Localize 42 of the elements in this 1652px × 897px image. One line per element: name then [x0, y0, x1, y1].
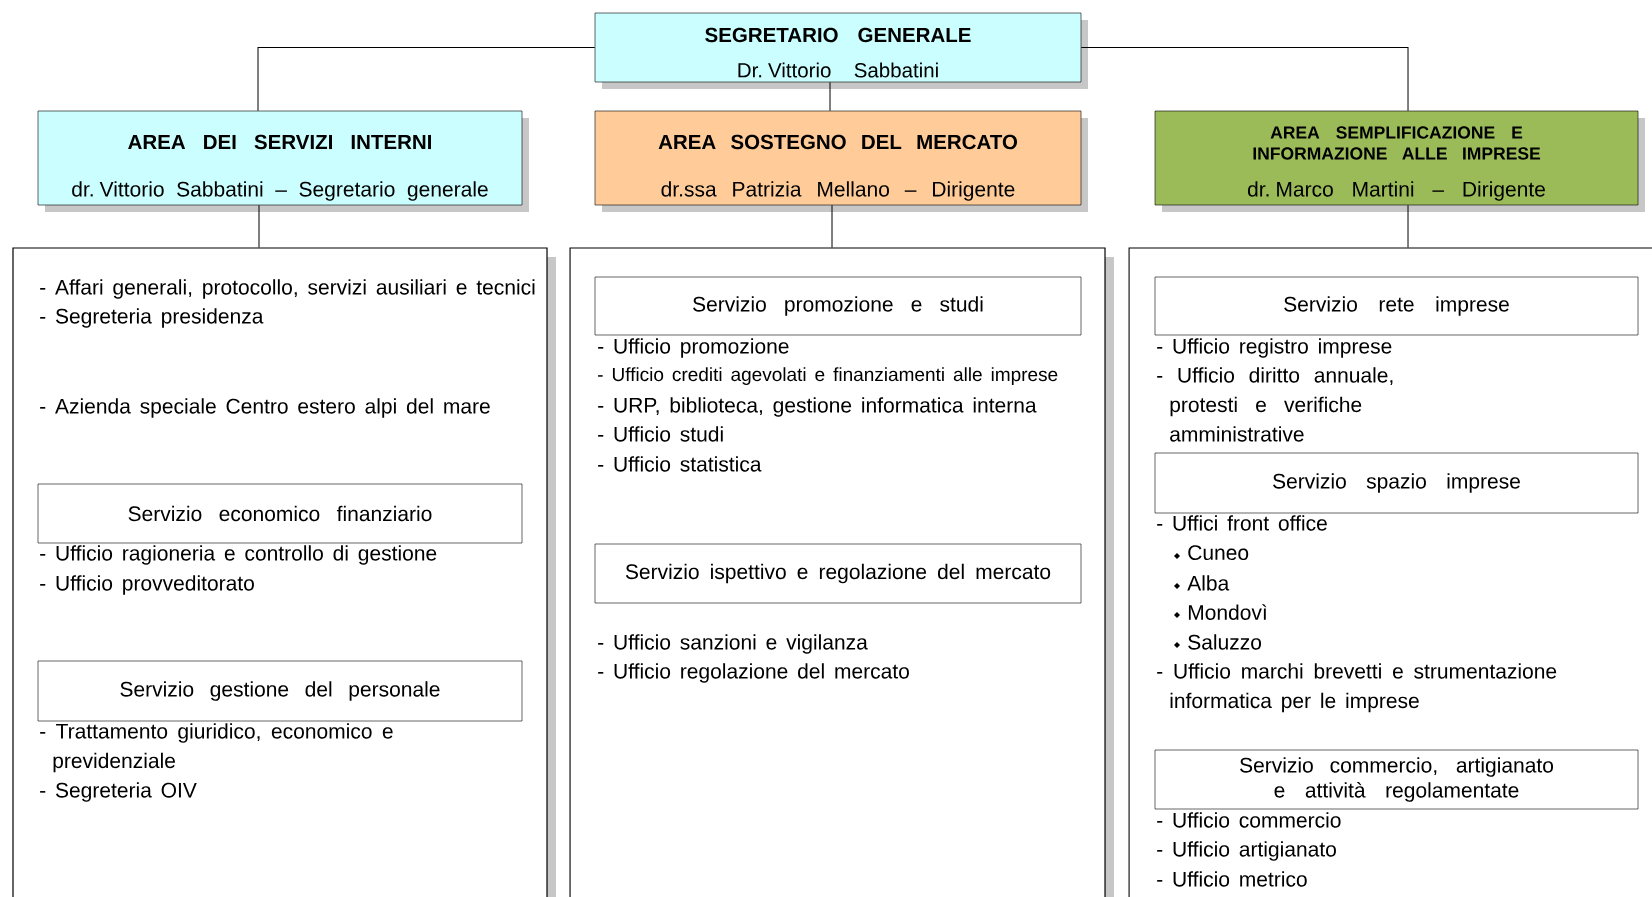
service-box: Servizio commercio, artigianato e attività regolamentate — [1154, 749, 1639, 810]
list-item: Saluzzo — [1188, 634, 1262, 650]
connector-line — [829, 81, 831, 112]
list-item: - URP, biblioteca, gestione informatica interna — [598, 397, 1037, 417]
list-item: Cuneo — [1188, 545, 1249, 561]
list-item: - Ufficio registro imprese — [1157, 338, 1392, 358]
service-box: Servizio ispettivo e regolazione del mercato — [594, 543, 1082, 604]
list-item: Mondovì — [1188, 604, 1267, 620]
list-item: - Ufficio studi — [598, 426, 723, 442]
service-box: Servizio economico finanziario — [37, 483, 523, 544]
list-item: - Ufficio diritto annuale, protesti e verifiche amministrative — [1157, 367, 1393, 442]
connector-line — [257, 47, 596, 112]
connector-line — [1080, 47, 1409, 112]
list-item: - Ufficio regolazione del mercato — [598, 663, 909, 683]
list-item: Alba — [1187, 575, 1230, 591]
list-item: - Ufficio statistica — [598, 456, 762, 472]
service-box: Servizio spazio imprese — [1154, 452, 1639, 514]
list-item: - Ufficio marchi brevetti e strumentazione informatica per le imprese — [1157, 663, 1557, 713]
list-item: - Azienda speciale Centro estero alpi del mare — [40, 398, 490, 418]
connector-line — [831, 204, 833, 248]
org-box: AREA DEI SERVIZI INTERNI dr. Vittorio Sabbatini – Segretario generale — [37, 110, 529, 212]
org-box: SEGRETARIO GENERALE Dr. Vittorio Sabbatini — [594, 12, 1088, 89]
connector-line — [1407, 204, 1409, 248]
list-item: - Affari generali, protocollo, servizi ausiliari e tecnici — [40, 279, 535, 299]
list-item: - Ufficio provveditorato — [40, 575, 254, 595]
list-item: - Ufficio commercio — [1157, 812, 1341, 828]
connector-line — [258, 204, 260, 248]
list-item: - Ufficio artigianato — [1157, 841, 1336, 861]
list-item: - Ufficio metrico — [1157, 871, 1307, 887]
list-item: - Trattamento giuridico, economico e previdenziale — [40, 723, 393, 773]
list-item: - Uffici front office — [1157, 515, 1327, 531]
list-item: - Ufficio crediti agevolati e finanziamenti alle imprese — [598, 367, 1058, 385]
list-item: - Segreteria presidenza — [40, 308, 264, 328]
org-box: AREA SOSTEGNO DEL MERCATO dr.ssa Patrizia Mellano – Dirigente — [594, 110, 1088, 212]
service-box: Servizio rete imprese — [1154, 276, 1639, 336]
service-box: Servizio promozione e studi — [594, 276, 1082, 336]
list-item: - Ufficio ragioneria e controllo di gestione — [40, 545, 437, 565]
service-box: Servizio gestione del personale — [37, 660, 523, 722]
list-item: - Segreteria OIV — [40, 782, 197, 802]
list-item: - Ufficio sanzioni e vigilanza — [598, 634, 868, 654]
list-item: - Ufficio promozione — [598, 338, 789, 358]
org-box: AREA SEMPLIFICAZIONE E INFORMAZIONE ALLE IMPRESE dr. Marco Martini – Dirigente — [1154, 110, 1645, 212]
